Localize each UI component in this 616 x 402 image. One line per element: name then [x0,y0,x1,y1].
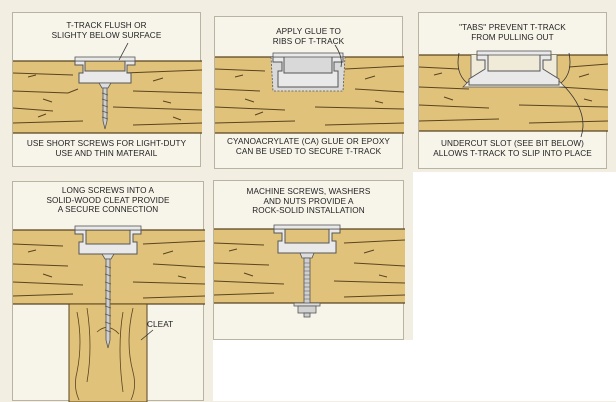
machine-screw [303,257,311,305]
panel-2-top-label: APPLY GLUE TO RIBS OF T-TRACK [272,27,345,46]
panel-5-top-label: MACHINE SCREWS, WASHERS AND NUTS PROVIDE… [246,187,371,216]
screw-head [101,253,115,260]
panel-undercut-slot: "TABS" PREVENT T-TRACK FROM PULLING OUT … [418,12,608,169]
t-track [273,228,341,254]
blank-area-right [413,172,616,401]
panel-1-top-label: T-TRACK FLUSH OR SLIGHTY BELOW SURFACE [51,21,162,40]
panel-glue: APPLY GLUE TO RIBS OF T-TRACK CYANOACRYL… [214,16,404,169]
panel-3-bottom-label: UNDERCUT SLOT (SEE BIT BELOW) ALLOWS T-T… [433,139,592,158]
long-screw [105,258,111,349]
panel-3-illustration [419,50,608,138]
t-track [272,56,344,88]
screw-head [98,82,112,89]
panel-2-illustration [215,44,404,134]
panel-1-bottom-label: USE SHORT SCREWS FOR LIGHT-DUTY USE AND … [26,139,187,158]
panel-5-illustration [214,224,405,318]
panel-4-top-label: LONG SCREWS INTO A SOLID-WOOD CLEAT PROV… [46,186,170,215]
t-track [74,229,142,255]
panel-1-illustration [13,42,202,134]
nut [297,305,317,314]
washer [293,302,321,307]
t-track-with-tabs [468,54,560,86]
short-screw [102,87,108,130]
cleat-label: CLEAT [147,320,174,329]
machine-screw-head [299,252,315,259]
panel-3-top-label: "TABS" PREVENT T-TRACK FROM PULLING OUT [459,23,566,42]
panel-4-illustration [13,225,205,402]
t-track [74,60,136,84]
panel-long-screws-cleat: LONG SCREWS INTO A SOLID-WOOD CLEAT PROV… [12,181,205,402]
blank-area [213,340,413,401]
panel-flush-short-screws: T-TRACK FLUSH OR SLIGHTY BELOW SURFACE U… [12,12,202,167]
panel-2-bottom-label: CYANOACRYLATE (CA) GLUE OR EPOXY CAN BE … [227,137,390,156]
panel-machine-screws: MACHINE SCREWS, WASHERS AND NUTS PROVIDE… [213,180,405,340]
